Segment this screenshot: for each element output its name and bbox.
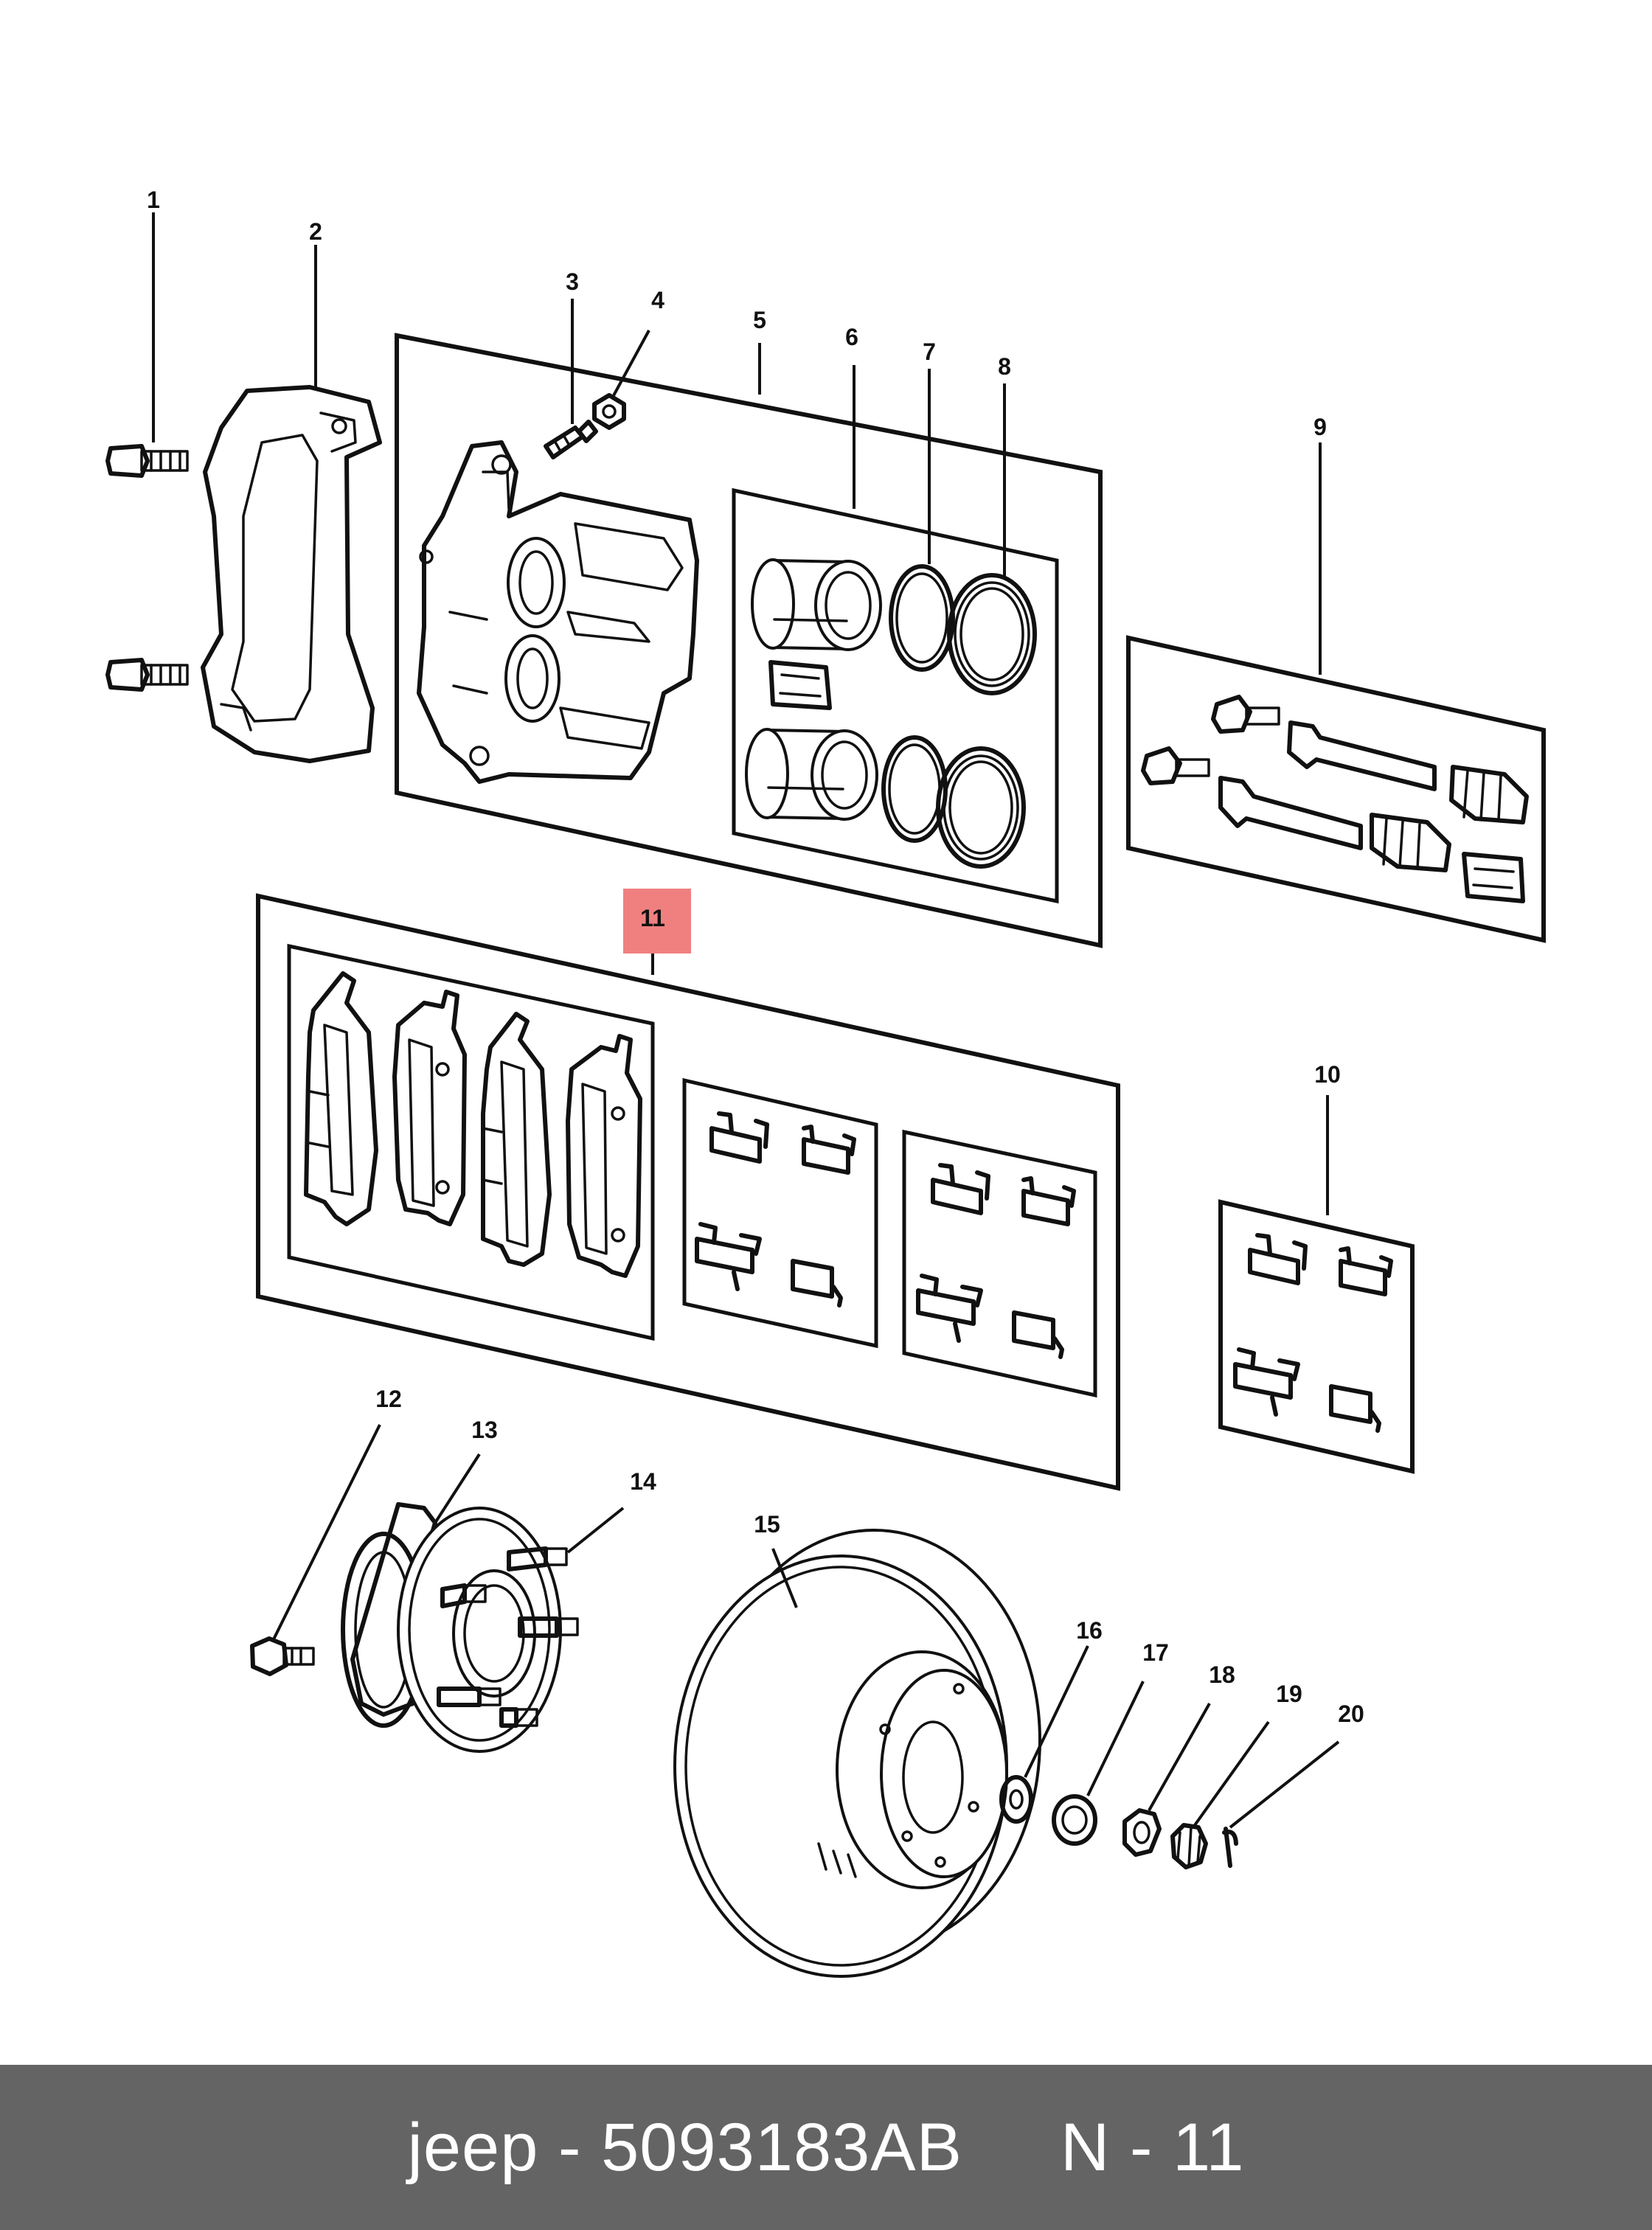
brand-name: jeep xyxy=(407,2109,539,2185)
callout-6: 6 xyxy=(845,324,858,350)
abutment-clip-kit xyxy=(1233,1233,1393,1433)
nut-retainer xyxy=(1170,1823,1208,1869)
bleeder-screw xyxy=(544,420,598,459)
leader-lines xyxy=(152,212,1340,1829)
clip-set-a-frame xyxy=(682,1077,878,1349)
clip-set-b-frame xyxy=(902,1129,1097,1398)
callout-1: 1 xyxy=(147,187,160,213)
pad-kit-frame xyxy=(256,893,1120,1491)
callout-5: 5 xyxy=(753,307,766,333)
callout-18: 18 xyxy=(1209,1661,1235,1688)
callout-4: 4 xyxy=(651,287,664,313)
callout-17: 17 xyxy=(1142,1639,1169,1666)
bleeder-cap xyxy=(592,393,626,430)
piston-seal-kit-frame xyxy=(732,487,1059,904)
callout-14: 14 xyxy=(630,1468,656,1495)
guide-pin-kit-frame xyxy=(1126,635,1546,943)
brake-pads xyxy=(304,971,642,1278)
callout-10: 10 xyxy=(1314,1061,1341,1088)
caliper-piston xyxy=(745,558,882,821)
part-number: 5093183AB xyxy=(601,2109,963,2185)
piston-dust-boot xyxy=(936,573,1037,869)
callout-19: 19 xyxy=(1276,1681,1302,1707)
part-caption-bar: jeep - 5093183AB N - 11 xyxy=(0,2065,1652,2230)
caliper-kit-frame xyxy=(395,333,1103,948)
hardware-kit-frame xyxy=(1218,1199,1415,1474)
caption-separator: - xyxy=(538,2109,602,2185)
callout-11: 11 xyxy=(640,905,665,931)
pad-clip-set-a xyxy=(695,1111,856,1307)
hub-bearing-assembly xyxy=(341,1502,562,1753)
callout-3: 3 xyxy=(566,268,579,295)
callout-7: 7 xyxy=(923,338,936,365)
callout-highlight xyxy=(623,889,691,954)
hub-bolt xyxy=(250,1636,315,1676)
brake-parts-diagram: 1 2 3 4 5 6 7 8 9 10 11 12 13 14 15 16 1… xyxy=(105,187,1546,1978)
brake-pad-set-frame xyxy=(287,943,655,1341)
diagram-reference: N - 11 xyxy=(1060,2109,1245,2185)
hub-seal-ring xyxy=(1052,1794,1097,1846)
caliper-housing xyxy=(417,440,699,784)
caliper-adapter-bracket xyxy=(201,385,382,763)
callout-8: 8 xyxy=(998,353,1011,380)
brake-rotor xyxy=(673,1529,1041,1978)
callout-2: 2 xyxy=(309,218,322,245)
callout-20: 20 xyxy=(1338,1701,1364,1727)
callout-12: 12 xyxy=(375,1386,402,1412)
cotter-pin xyxy=(1222,1827,1238,1868)
pad-clip-set-b xyxy=(916,1163,1076,1359)
hub-washer xyxy=(999,1775,1033,1824)
caption-gap xyxy=(962,2110,1061,2185)
callout-9: 9 xyxy=(1313,414,1327,440)
callout-15: 15 xyxy=(754,1511,780,1538)
hub-nut xyxy=(1122,1808,1162,1857)
part-caption: jeep - 5093183AB N - 11 xyxy=(407,2109,1244,2186)
grease-packet xyxy=(768,660,832,710)
guide-pin-kit xyxy=(1141,695,1529,903)
callout-16: 16 xyxy=(1076,1617,1103,1644)
piston-seal xyxy=(881,564,955,843)
caliper-mounting-bolt xyxy=(105,444,189,692)
wheel-stud xyxy=(437,1546,579,1728)
callout-13: 13 xyxy=(471,1417,498,1443)
